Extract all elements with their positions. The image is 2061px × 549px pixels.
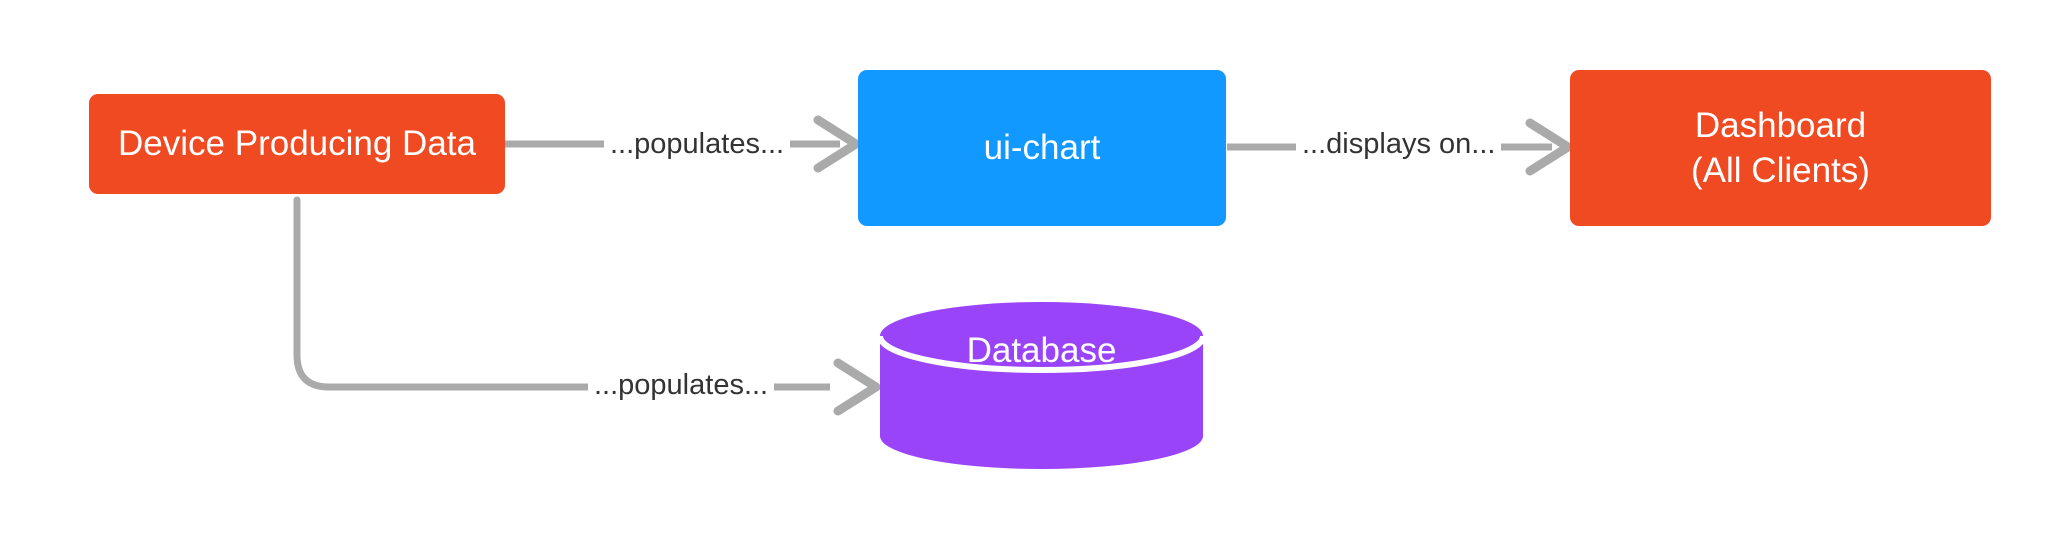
arrowhead-icon <box>833 358 881 416</box>
arrowhead-icon <box>1525 118 1573 176</box>
cylinder-top <box>880 302 1203 370</box>
cylinder-shape-icon <box>878 302 1205 469</box>
node-label-ui-chart: ui-chart <box>983 128 1101 168</box>
edge-label-device-to-uichart: ...populates... <box>604 130 791 159</box>
edge-line-curved-segment <box>293 196 592 391</box>
cylinder-top-separator <box>878 335 1205 373</box>
arrowhead-icon <box>813 115 861 173</box>
node-dashboard[interactable]: Dashboard (All Clients) <box>1570 70 1991 226</box>
node-ui-chart[interactable]: ui-chart <box>858 70 1226 226</box>
node-label-dashboard: Dashboard (All Clients) <box>1691 105 1870 191</box>
node-label-device-producing-data: Device Producing Data <box>118 124 476 164</box>
node-device-producing-data[interactable]: Device Producing Data <box>89 94 505 194</box>
node-database[interactable]: Database <box>878 300 1205 472</box>
cylinder-body <box>880 336 1203 469</box>
edge-label-device-to-database: ...populates... <box>588 371 775 400</box>
edge-device-to-database <box>293 196 881 416</box>
edge-label-uichart-to-dashboard: ...displays on... <box>1296 130 1502 159</box>
